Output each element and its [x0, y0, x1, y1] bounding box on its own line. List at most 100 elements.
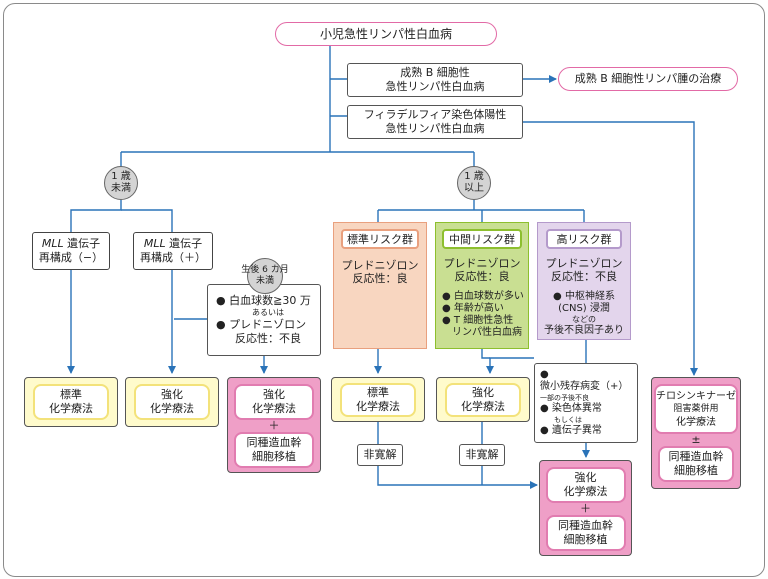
mll-negative-line2: 再構成（−） [38, 251, 104, 264]
ph-line1: フィラデルフィア染色体陽性 [363, 108, 507, 121]
intensive-chemo-hsct-high-risk: 強化 化学療法 ＋ 同種造血幹 細胞移植 [539, 460, 632, 556]
high-factor-etc: などの [572, 315, 596, 324]
high-factor-2: 予後不良因子あり [544, 325, 624, 336]
poor-condition-1: ● 白血球数≧30 万 [216, 294, 311, 307]
infant-intensive-line1: 強化 [263, 388, 285, 401]
poor-conditions-box: ● 白血球数≧30 万 あるいは ● プレドニゾロン 反応性：不良 [207, 284, 321, 356]
standard-risk-title: 標準リスク群 [341, 229, 419, 249]
high-hsct-line2: 細胞移植 [563, 533, 608, 546]
non-remission-text-2: 非寛解 [465, 448, 499, 461]
root-node: 小児急性リンパ性白血病 [275, 22, 497, 46]
intermediate-factor-3: ● T 細胞性急性 [442, 315, 514, 326]
tki-hsct-line1: 同種造血幹 [668, 450, 724, 463]
root-label: 小児急性リンパ性白血病 [319, 27, 452, 41]
intermediate-risk-line1: プレドニゾロン [443, 257, 521, 270]
mrd-item-2: ● 染色体異常 [540, 403, 602, 414]
tki-hsct-line2: 細胞移植 [674, 464, 718, 477]
mll-positive-line1: MLL 遺伝子 [144, 237, 202, 251]
mature-b-all-box: 成熟 B 細胞性 急性リンパ性白血病 [347, 63, 523, 97]
poor-or: あるいは [252, 308, 284, 317]
intermediate-risk-desc: プレドニゾロン 反応性：良 [436, 257, 528, 283]
infant-hsct-line1: 同種造血幹 [246, 436, 302, 449]
mrd-item-2-text: 染色体異常 [551, 403, 602, 414]
tki-plusminus: ± [691, 433, 701, 446]
age-under1-line1: 1 歳 [111, 171, 131, 182]
high-intensive-line2: 化学療法 [563, 485, 608, 498]
infant-intensive-chemo: 強化 化学療法 [234, 384, 314, 420]
mrd-item-3-text: 遺伝子異常 [551, 425, 602, 436]
intensive-chemo-intermediate-risk: 強化 化学療法 [436, 377, 530, 422]
mll-positive-line2: 再構成（＋） [140, 251, 206, 264]
under6m-line2: 未満 [255, 276, 274, 286]
mll-negative-gene: MLL [41, 237, 64, 250]
mature-b-lymphoma-treatment: 成熟 B 細胞性リンパ腫の治療 [558, 67, 738, 91]
intensive-chemo-mll-pos-label: 強化 化学療法 [134, 384, 210, 420]
high-intensive-line1: 強化 [574, 471, 597, 484]
infant-intensive-line2: 化学療法 [252, 402, 296, 415]
tki-line3: 化学療法 [676, 416, 716, 428]
mll-positive-suffix: 遺伝子 [165, 237, 203, 250]
standard-risk-chemo-line1: 標準 [367, 385, 389, 399]
high-hsct-line1: 同種造血幹 [558, 519, 613, 532]
intensive-chemo-hsct-infant: 強化 化学療法 ＋ 同種造血幹 細胞移植 [227, 377, 321, 473]
mrd-conditions-box: ● 微小残存病変（+） 一部の予後不良 ● 染色体異常 もしくは ● 遺伝子異常 [534, 363, 638, 443]
high-risk-desc: プレドニゾロン 反応性：不良 [538, 257, 630, 283]
standard-risk-group: 標準リスク群 プレドニゾロン 反応性：良 [333, 222, 427, 349]
poor-condition-2: ● プレドニゾロン [216, 318, 307, 331]
intermediate-risk-chemo-line1: 強化 [472, 385, 494, 399]
infant-hsct-line2: 細胞移植 [252, 450, 296, 463]
standard-chemo-under1-line1: 標準 [60, 388, 82, 401]
high-risk-factors: ● 中枢神経系 (CNS) 浸潤 などの 予後不良因子あり [538, 291, 630, 337]
intermediate-risk-chemo-line2: 化学療法 [461, 399, 505, 413]
high-intensive-chemo: 強化 化学療法 [545, 467, 626, 503]
intermediate-factor-3-text: T 細胞性急性 [453, 315, 514, 326]
intermediate-factor-2-text: 年齢が高い [453, 303, 504, 314]
mrd-item-1-text: 微小残存病変（+） [540, 381, 629, 392]
high-factor-1: ● 中枢神経系 [553, 291, 615, 302]
high-hsct: 同種造血幹 細胞移植 [545, 515, 626, 551]
standard-risk-chemo-line2: 化学療法 [356, 399, 400, 413]
high-factor-1b: (CNS) 浸潤 [558, 303, 610, 314]
under-6-months-node: 生後 6 カ月 未満 [241, 258, 289, 294]
intermediate-factor-1-text: 白血球数が多い [453, 291, 524, 302]
intermediate-risk-chemo-label: 強化 化学療法 [445, 382, 521, 417]
intensive-chemo-mll-pos-line1: 強化 [161, 388, 183, 401]
tki-chemo-hsct: チロシンキナーゼ 阻害薬併用 化学療法 ± 同種造血幹 細胞移植 [651, 377, 741, 489]
mature-b-line1: 成熟 B 細胞性 [400, 66, 470, 79]
mll-negative-line1: MLL 遺伝子 [42, 237, 100, 251]
mll-negative-suffix: 遺伝子 [63, 237, 101, 250]
high-risk-title: 高リスク群 [546, 229, 622, 249]
intensive-chemo-mll-pos: 強化 化学療法 [125, 377, 219, 427]
mrd-note: 一部の予後不良 [540, 394, 589, 402]
tki-chemo: チロシンキナーゼ 阻害薬併用 化学療法 [654, 384, 738, 434]
mll-positive-gene: MLL [143, 237, 166, 250]
age-over1-line2: 以上 [464, 183, 484, 194]
intermediate-factor-3b: リンパ性白血病 [452, 327, 522, 338]
infant-hsct: 同種造血幹 細胞移植 [234, 432, 314, 468]
high-factor-1-text: 中枢神経系 [564, 291, 615, 302]
standard-risk-desc: プレドニゾロン 反応性：良 [334, 259, 426, 285]
intensive-chemo-mll-pos-line2: 化学療法 [150, 402, 194, 415]
intermediate-factor-1: ● 白血球数が多い [442, 291, 524, 302]
high-risk-group: 高リスク群 プレドニゾロン 反応性：不良 ● 中枢神経系 (CNS) 浸潤 など… [537, 222, 631, 340]
age-over1-line1: 1 歳 [464, 171, 484, 182]
intermediate-risk-factors: ● 白血球数が多い ● 年齢が高い ● T 細胞性急性 リンパ性白血病 [442, 291, 524, 339]
standard-risk-line2: 反応性：良 [352, 272, 408, 285]
ph-line2: 急性リンパ性白血病 [385, 122, 485, 135]
mrd-or: もしくは [554, 416, 582, 424]
mrd-item-3: ● 遺伝子異常 [540, 425, 602, 436]
under6m-line1: 生後 6 カ月 [241, 265, 289, 275]
non-remission-label-intermediate: 非寛解 [459, 444, 505, 466]
poor-condition-1-text: 白血球数≧30 万 [229, 294, 311, 307]
age-over-1-node: 1 歳 以上 [457, 166, 491, 200]
intermediate-risk-group: 中間リスク群 プレドニゾロン 反応性：良 ● 白血球数が多い ● 年齢が高い ●… [435, 222, 529, 349]
age-under1-line2: 未満 [111, 183, 131, 194]
tki-hsct: 同種造血幹 細胞移植 [658, 446, 734, 482]
mature-b-treatment-label: 成熟 B 細胞性リンパ腫の治療 [574, 72, 722, 85]
standard-risk-line1: プレドニゾロン [341, 259, 419, 272]
tki-line2: 阻害薬併用 [673, 403, 719, 414]
philadelphia-all-box: フィラデルフィア染色体陽性 急性リンパ性白血病 [347, 105, 523, 139]
mll-negative-box: MLL 遺伝子 再構成（−） [32, 232, 110, 270]
tki-line1: チロシンキナーゼ [656, 390, 736, 402]
